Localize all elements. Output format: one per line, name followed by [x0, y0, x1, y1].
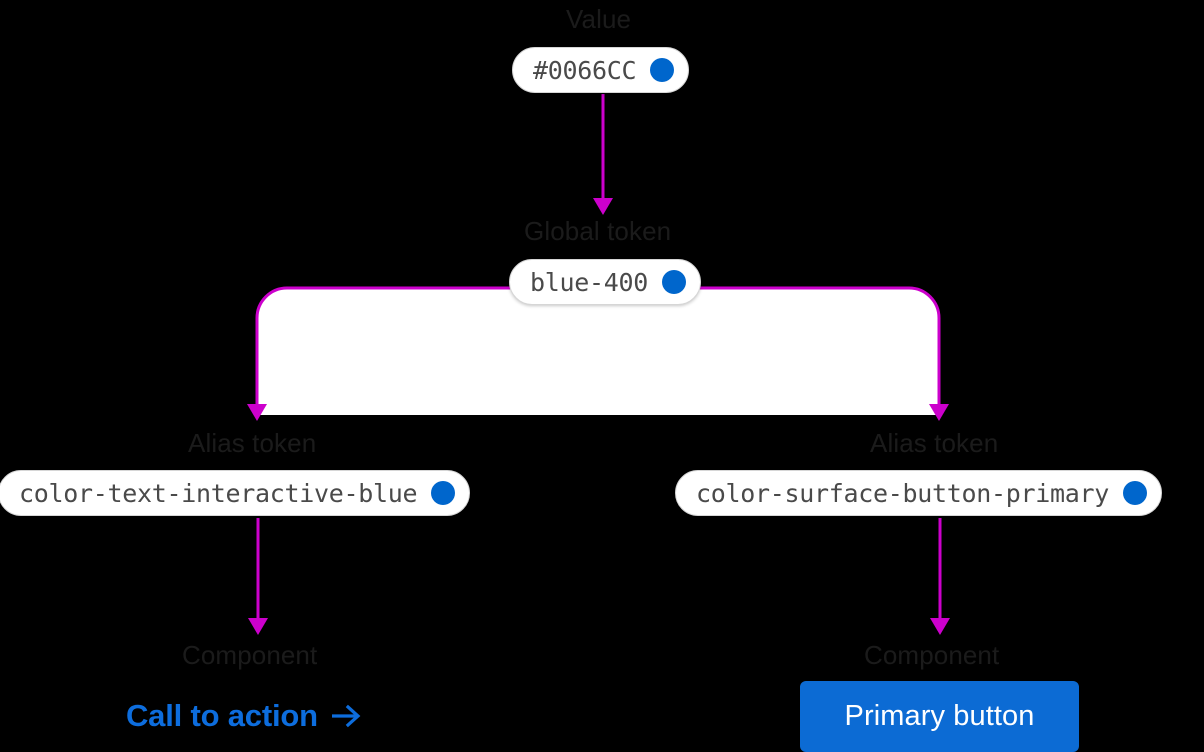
- token-pill-global-text: blue-400: [530, 267, 649, 297]
- arrowhead-alias-left-to-component: [248, 618, 268, 635]
- stage-label-component-right: Component: [864, 640, 1000, 670]
- stage-label-component-left: Component: [182, 640, 318, 670]
- arrowhead-value-to-global: [593, 198, 613, 215]
- token-pill-alias-right-text: color-surface-button-primary: [696, 478, 1110, 508]
- token-pill-global[interactable]: blue-400: [509, 259, 702, 305]
- token-pill-alias-right[interactable]: color-surface-button-primary: [675, 470, 1163, 516]
- color-swatch-dot: [1123, 481, 1148, 505]
- stage-label-alias-token-right: Alias token: [870, 428, 999, 458]
- token-pill-alias-left[interactable]: color-text-interactive-blue: [0, 470, 471, 516]
- token-pill-value-text: #0066CC: [533, 55, 637, 85]
- stage-label-value: Value: [566, 4, 632, 34]
- arrowhead-to-alias-right: [929, 404, 949, 421]
- color-swatch-dot: [431, 481, 456, 505]
- arrowhead-to-alias-left: [247, 404, 267, 421]
- stage-label-global-token: Global token: [524, 216, 672, 246]
- color-swatch-dot: [650, 58, 675, 82]
- color-swatch-dot: [662, 270, 687, 294]
- call-to-action-label: Call to action: [126, 698, 318, 733]
- token-pill-value[interactable]: #0066CC: [512, 47, 690, 93]
- arrowhead-alias-right-to-component: [930, 618, 950, 635]
- token-pill-alias-left-text: color-text-interactive-blue: [19, 478, 418, 508]
- arrow-right-icon: [331, 704, 361, 727]
- primary-button[interactable]: Primary button: [800, 681, 1079, 752]
- connector-global-to-aliases: [255, 286, 941, 406]
- branch-fill-region: [257, 288, 939, 415]
- stage-label-alias-token-left: Alias token: [188, 428, 317, 458]
- call-to-action-link[interactable]: Call to action: [126, 700, 362, 731]
